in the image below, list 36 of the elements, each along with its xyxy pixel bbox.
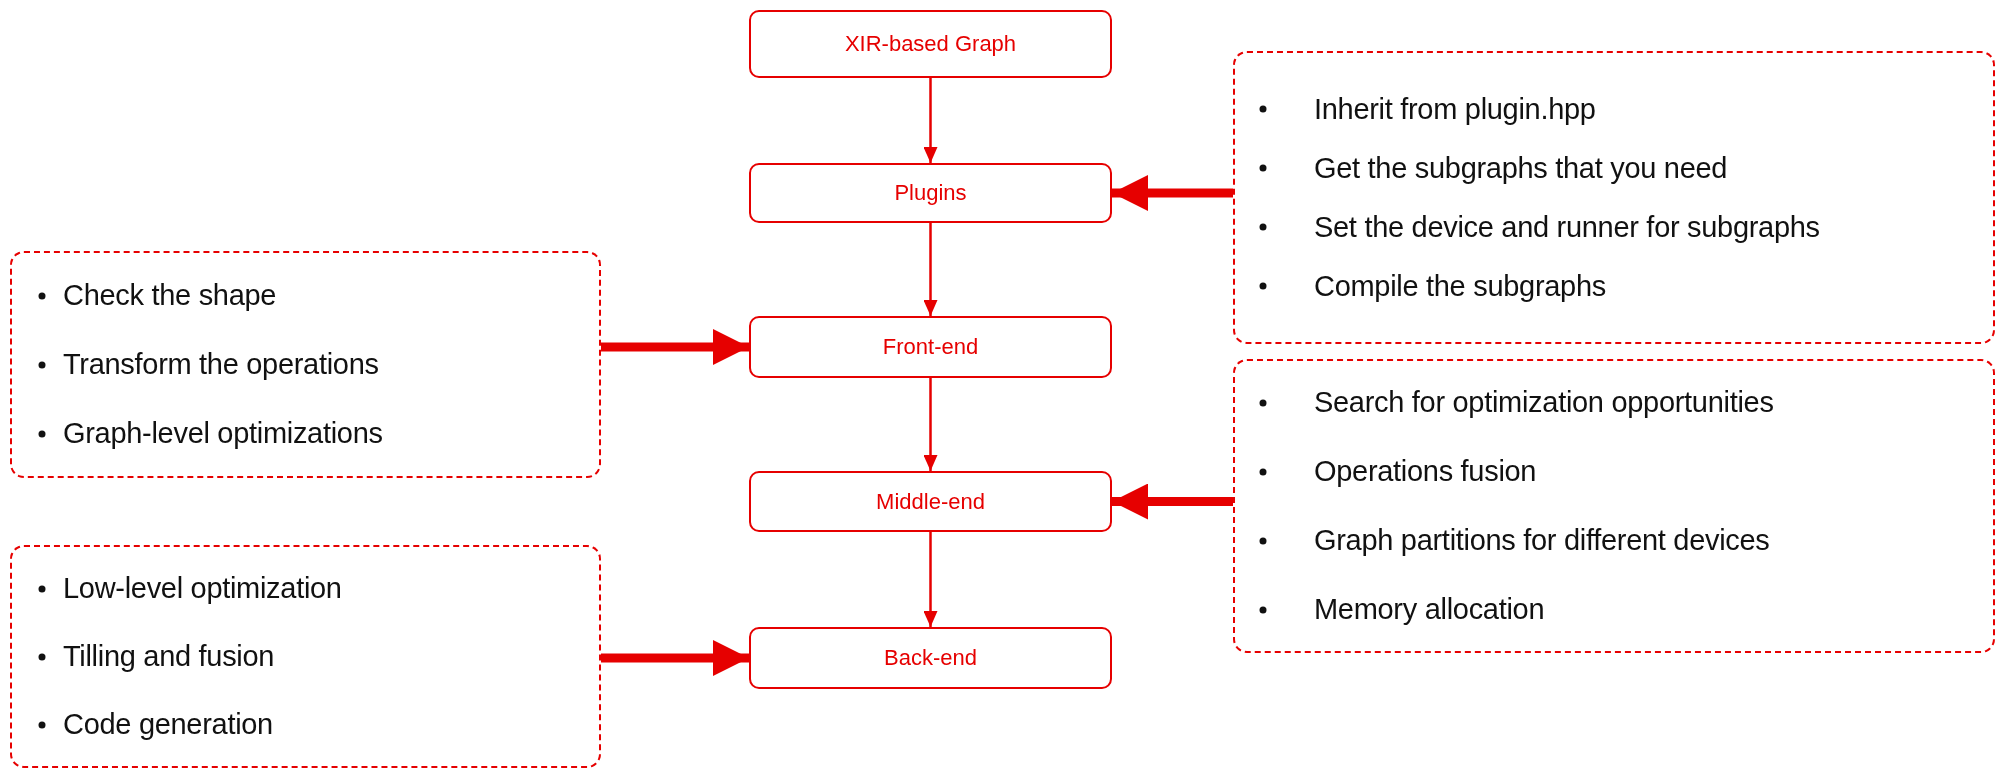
arrow bbox=[1112, 175, 1233, 211]
arrow bbox=[923, 78, 938, 163]
list-item: Graph partitions for different devices bbox=[1314, 524, 1770, 557]
process-box bbox=[749, 10, 1112, 78]
list-item: Memory allocation bbox=[1314, 593, 1545, 626]
list-item: Low-level optimization bbox=[63, 572, 342, 605]
list-item: Code generation bbox=[63, 708, 273, 741]
node-label: XIR-based Graph bbox=[844, 31, 1017, 57]
note-box bbox=[1233, 359, 1995, 653]
process-box bbox=[749, 471, 1112, 532]
arrow bbox=[923, 532, 938, 627]
node-label: Plugins bbox=[894, 180, 967, 206]
node-label: Back-end bbox=[884, 645, 977, 671]
node-label: Front-end bbox=[882, 334, 979, 360]
list-item: Set the device and runner for subgraphs bbox=[1314, 210, 1820, 244]
note-box bbox=[10, 545, 601, 768]
list-item: Tilling and fusion bbox=[63, 640, 275, 673]
list-item: Compile the subgraphs bbox=[1314, 269, 1606, 303]
list-item: Graph-level optimizations bbox=[63, 417, 383, 450]
arrow bbox=[601, 329, 749, 365]
note-box bbox=[10, 251, 601, 478]
process-box bbox=[749, 316, 1112, 378]
process-box bbox=[749, 163, 1112, 223]
node-label: Middle-end bbox=[876, 488, 985, 515]
list-item: Transform the operations bbox=[63, 348, 379, 381]
process-box bbox=[749, 627, 1112, 689]
arrow bbox=[1112, 483, 1233, 520]
list-item: Search for optimization opportunities bbox=[1314, 386, 1774, 419]
arrow bbox=[923, 378, 938, 471]
arrow bbox=[601, 640, 749, 676]
arrow bbox=[923, 223, 938, 316]
list-item: Inherit from plugin.hpp bbox=[1314, 92, 1596, 126]
list-item: Get the subgraphs that you need bbox=[1314, 151, 1728, 185]
note-box bbox=[1233, 51, 1995, 344]
list-item: Operations fusion bbox=[1314, 455, 1537, 488]
list-item: Check the shape bbox=[63, 279, 277, 312]
